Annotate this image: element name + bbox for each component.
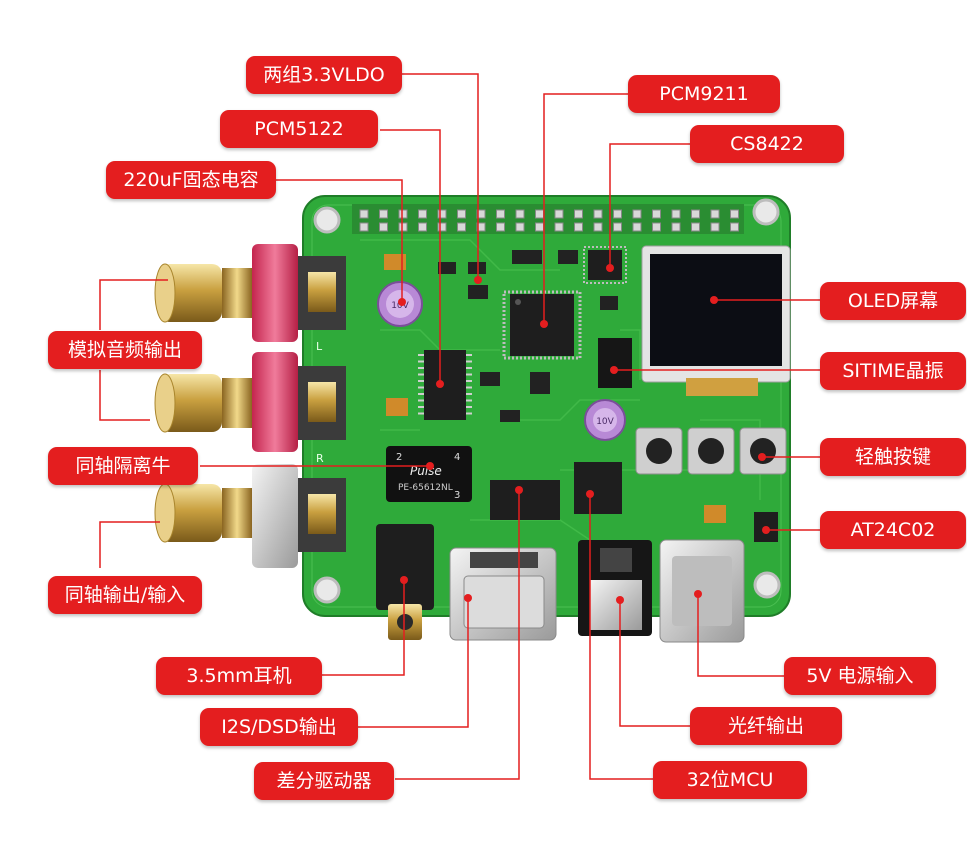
coax-transformer: 2 4 Pulse PE-65612NL 3 — [386, 446, 472, 502]
transformer-part: PE-65612NL — [398, 483, 453, 493]
leader-lines — [99, 73, 820, 780]
gpio-header — [352, 204, 744, 234]
rca-left-channel — [154, 244, 346, 342]
label-32bit-mcu: 32位MCU — [653, 761, 807, 799]
oled-display — [641, 245, 791, 396]
rca-right-channel — [154, 352, 346, 452]
cs8422-chip — [583, 246, 627, 284]
capacitor-2-marking: 10V — [596, 417, 614, 427]
label-sitime-oscillator: SITIME晶振 — [820, 352, 966, 390]
mcu-chip — [574, 462, 622, 514]
label-oled-screen: OLED屏幕 — [820, 282, 966, 320]
tactile-button-3 — [739, 427, 787, 475]
label-analog-audio-output: 模拟音频输出 — [48, 331, 202, 369]
headphone-jack — [376, 524, 434, 640]
label-coax-isolation-transformer: 同轴隔离牛 — [48, 447, 198, 485]
transformer-brand: Pulse — [410, 464, 442, 478]
pcm5122-chip — [418, 350, 472, 420]
bottom-connectors — [376, 524, 745, 643]
transformer-pin-4: 4 — [454, 452, 460, 463]
label-differential-driver: 差分驱动器 — [254, 762, 394, 800]
optical-connector — [578, 540, 652, 636]
label-i2s-dsd-output: I2S/DSD输出 — [200, 708, 358, 746]
mounting-holes — [313, 198, 781, 604]
pointer-dots — [398, 264, 770, 604]
label-optical-output: 光纤输出 — [690, 707, 842, 745]
components: 10V 10V — [377, 245, 791, 542]
capacitor-1-marking: 10V — [391, 301, 409, 311]
label-5v-power-input: 5V 电源输入 — [784, 657, 936, 695]
channel-left-marking: L — [316, 340, 323, 353]
label-coax-output-input: 同轴输出/输入 — [48, 576, 202, 614]
channel-right-marking: R — [316, 452, 324, 465]
rca-coax — [154, 464, 346, 568]
label-pcm9211: PCM9211 — [628, 75, 780, 113]
power-connector — [659, 539, 745, 643]
tactile-buttons — [635, 427, 787, 475]
transformer-pin-2: 2 — [396, 452, 402, 463]
label-220uf-capacitor: 220uF固态电容 — [106, 161, 276, 199]
rca-connectors: L R — [154, 244, 346, 568]
label-pcm5122: PCM5122 — [220, 110, 378, 148]
hdmi-connector — [449, 547, 557, 641]
label-ldo: 两组3.3VLDO — [246, 56, 402, 94]
transformer-pin-3: 3 — [454, 490, 460, 501]
label-tactile-buttons: 轻触按键 — [820, 438, 966, 476]
label-cs8422: CS8422 — [690, 125, 844, 163]
tactile-button-1 — [635, 427, 683, 475]
label-headphone-jack: 3.5mm耳机 — [156, 657, 322, 695]
label-at24c02: AT24C02 — [820, 511, 966, 549]
tactile-button-2 — [687, 427, 735, 475]
capacitor-2: 10V — [584, 399, 626, 441]
differential-driver-chip — [490, 480, 560, 520]
sitime-oscillator — [598, 338, 632, 388]
